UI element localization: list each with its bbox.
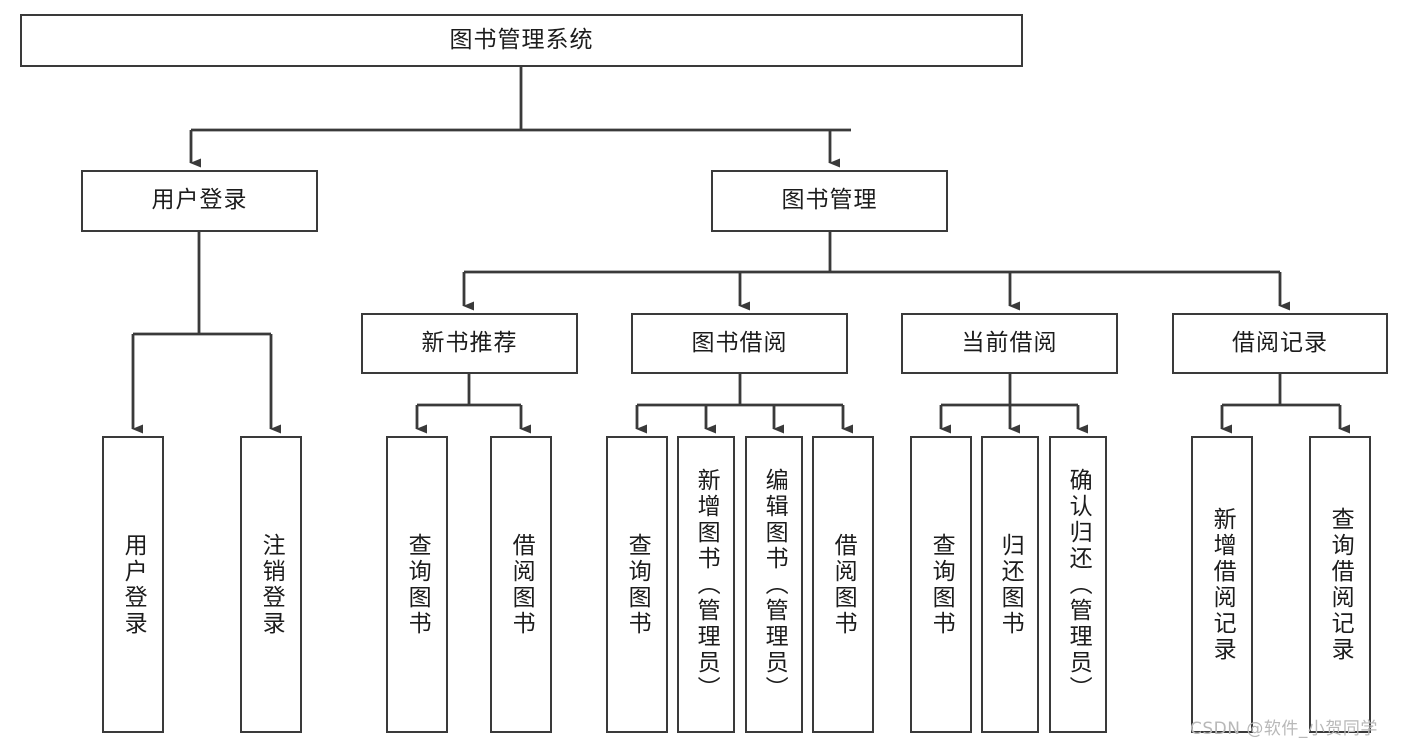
leaf-add-book[interactable]: 新增图书（管理员） xyxy=(677,436,735,733)
leaf-return-book[interactable]: 归还图书 xyxy=(981,436,1039,733)
leaf-add-book-label: 新增图书（管理员） xyxy=(693,467,720,702)
leaf-user-login[interactable]: 用户登录 xyxy=(102,436,164,733)
leaf-add-record-label: 新增借阅记录 xyxy=(1209,506,1236,663)
leaf-edit-book-label: 编辑图书（管理员） xyxy=(761,467,788,702)
node-book-borrow-label: 图书借阅 xyxy=(691,329,788,356)
leaf-query-book-1-label: 查询图书 xyxy=(404,532,431,637)
leaf-borrow-book-1[interactable]: 借阅图书 xyxy=(490,436,552,733)
leaf-borrow-book-2-label: 借阅图书 xyxy=(830,532,857,637)
leaf-logout[interactable]: 注销登录 xyxy=(240,436,302,733)
node-user-login[interactable]: 用户登录 xyxy=(81,170,318,232)
leaf-borrow-book-2[interactable]: 借阅图书 xyxy=(812,436,874,733)
leaf-edit-book[interactable]: 编辑图书（管理员） xyxy=(745,436,803,733)
node-current-borrow-label: 当前借阅 xyxy=(961,329,1058,356)
leaf-logout-label: 注销登录 xyxy=(258,532,285,637)
leaf-borrow-book-1-label: 借阅图书 xyxy=(508,532,535,637)
leaf-confirm-return[interactable]: 确认归还（管理员） xyxy=(1049,436,1107,733)
node-book-manage-label: 图书管理 xyxy=(781,187,878,214)
leaf-query-book-1[interactable]: 查询图书 xyxy=(386,436,448,733)
leaf-query-book-2[interactable]: 查询图书 xyxy=(606,436,668,733)
leaf-query-record-label: 查询借阅记录 xyxy=(1327,506,1354,663)
node-current-borrow[interactable]: 当前借阅 xyxy=(901,313,1118,374)
node-root-label: 图书管理系统 xyxy=(449,26,594,53)
leaf-query-book-3-label: 查询图书 xyxy=(928,532,955,637)
node-borrow-record-label: 借阅记录 xyxy=(1232,329,1328,356)
node-borrow-record[interactable]: 借阅记录 xyxy=(1172,313,1388,374)
leaf-query-book-2-label: 查询图书 xyxy=(624,532,651,637)
node-root[interactable]: 图书管理系统 xyxy=(20,14,1023,67)
leaf-user-login-label: 用户登录 xyxy=(120,532,147,637)
leaf-confirm-return-label: 确认归还（管理员） xyxy=(1065,467,1092,702)
node-new-book-rec-label: 新书推荐 xyxy=(421,329,518,356)
node-book-borrow[interactable]: 图书借阅 xyxy=(631,313,848,374)
leaf-query-record[interactable]: 查询借阅记录 xyxy=(1309,436,1371,733)
node-user-login-label: 用户登录 xyxy=(151,187,248,214)
watermark: CSDN @软件_小贺同学 xyxy=(1190,719,1378,739)
leaf-query-book-3[interactable]: 查询图书 xyxy=(910,436,972,733)
node-new-book-rec[interactable]: 新书推荐 xyxy=(361,313,578,374)
leaf-add-record[interactable]: 新增借阅记录 xyxy=(1191,436,1253,733)
node-book-manage[interactable]: 图书管理 xyxy=(711,170,948,232)
leaf-return-book-label: 归还图书 xyxy=(997,532,1024,637)
